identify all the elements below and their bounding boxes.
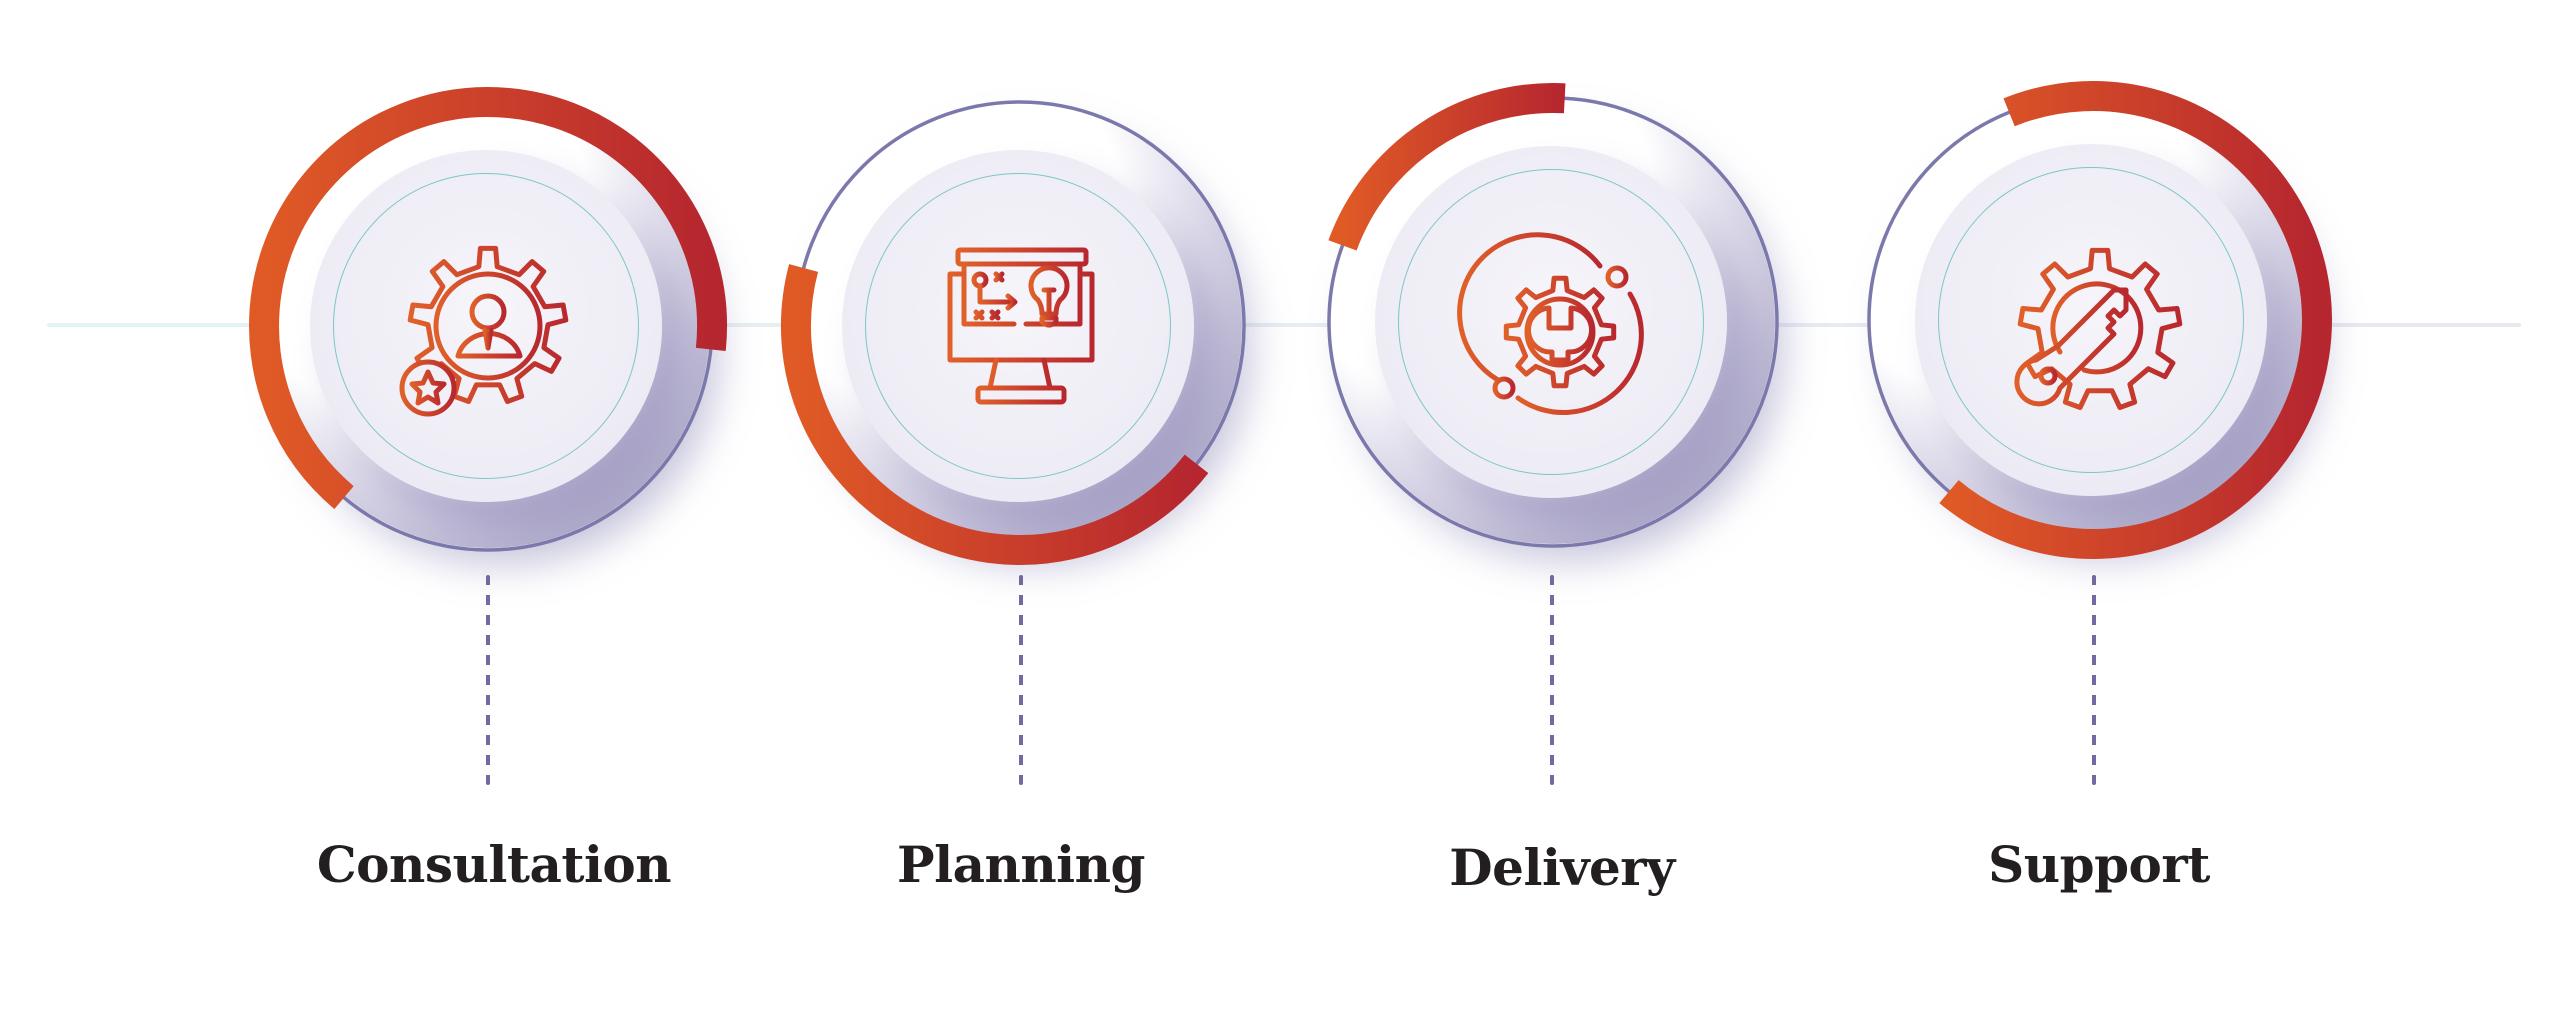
progress-ring xyxy=(249,87,728,552)
teal-ring xyxy=(1938,167,2244,473)
teal-ring xyxy=(865,173,1171,479)
connector-dashed-line xyxy=(2092,575,2096,785)
step-label: Consultation xyxy=(316,835,672,894)
step-label: Planning xyxy=(896,835,1146,894)
gradient-arc xyxy=(780,264,1209,565)
gear-wrench-orbit-icon xyxy=(1457,232,1644,416)
gear-user-star-icon xyxy=(399,245,569,417)
connector-dashed-line xyxy=(1019,575,1023,785)
gradient-arc xyxy=(1939,81,2332,559)
teal-ring xyxy=(1398,169,1704,475)
timeline-line xyxy=(47,323,2521,327)
connector-dashed-line xyxy=(1550,575,1554,785)
step-label: Delivery xyxy=(1449,838,1675,897)
gradient-arc xyxy=(249,87,728,510)
step-label: Support xyxy=(1988,835,2210,894)
progress-ring xyxy=(1867,81,2332,559)
gear-key-icon xyxy=(2014,247,2183,410)
connector-dashed-line xyxy=(486,575,490,785)
teal-ring xyxy=(333,173,639,479)
progress-ring xyxy=(1327,82,1779,548)
monitor-strategy-bulb-icon xyxy=(947,247,1095,405)
gradient-arc xyxy=(1328,82,1566,251)
progress-ring xyxy=(780,100,1246,565)
